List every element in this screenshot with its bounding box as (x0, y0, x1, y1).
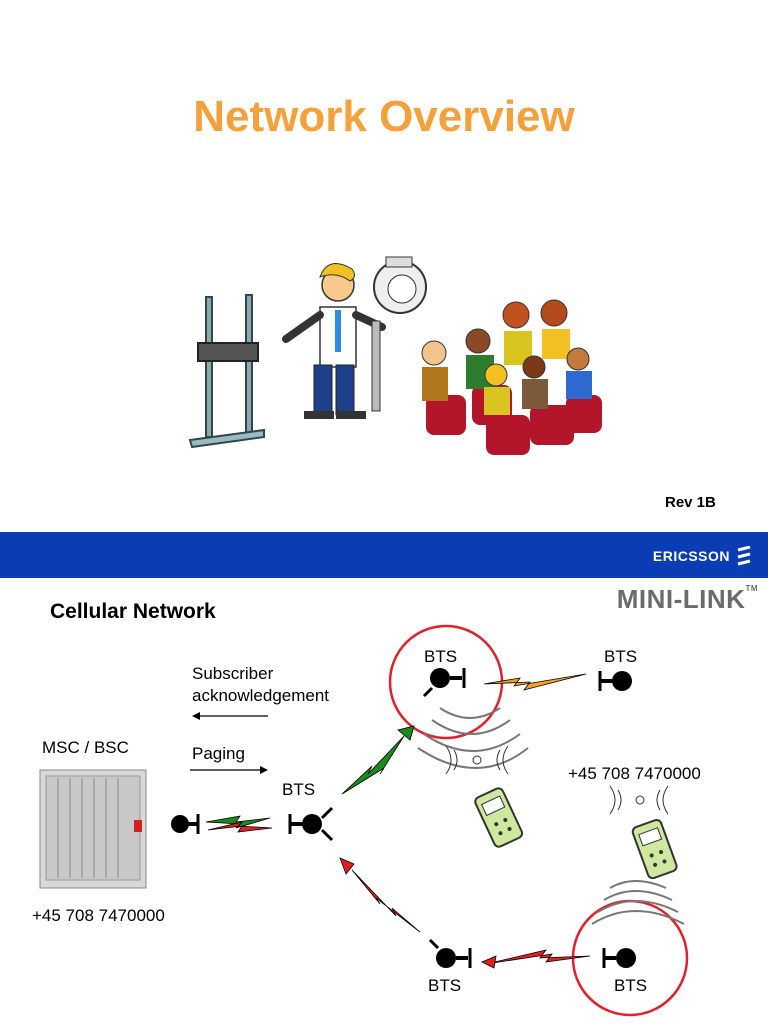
radio-waves-bottom-icon (591, 880, 685, 925)
link-arrow-green-up (341, 725, 415, 795)
title-slide: Network Overview (188, 92, 716, 511)
presenter-figure (282, 263, 386, 419)
link-arrow-red-left (339, 857, 421, 933)
msc-cabinet-icon (39, 769, 147, 889)
link-arrow-red-bottom (481, 949, 591, 969)
bts-label-bottom-right: BTS (614, 976, 648, 995)
slide-heading: Cellular Network (50, 600, 216, 623)
phone-number-left: +45 708 7470000 (32, 906, 165, 925)
acknowledgement-label: acknowledgement (192, 686, 330, 705)
bts-node-bottom (428, 938, 472, 968)
audience-icon (421, 299, 602, 455)
bts-label-bottom: BTS (428, 976, 462, 995)
network-diagram (39, 624, 689, 1017)
phone-signal-icon-2 (609, 785, 669, 815)
msc-bsc-label: MSC / BSC (42, 738, 129, 757)
mobile-phone-icon-1 (474, 787, 524, 848)
presenter-illustration (188, 256, 602, 455)
equipment-rack-icon (188, 294, 265, 449)
mobile-phone-icon-2 (631, 818, 678, 880)
brand-band: ERICSSON (0, 532, 768, 578)
bts-label-center: BTS (282, 780, 316, 799)
ericsson-e-icon (737, 546, 751, 566)
phone-number-right: +45 708 7470000 (568, 764, 701, 783)
mini-link-logo: MINI-LINKTM (616, 584, 758, 614)
bts-node-top-right (598, 671, 632, 691)
ack-arrow-icon (192, 712, 268, 720)
projector-icon (371, 256, 427, 412)
bts-node-msc (171, 814, 200, 834)
bts-node-center (288, 806, 334, 842)
bts-node-bottom-right (602, 948, 636, 968)
link-arrow-msc (205, 815, 273, 833)
cellular-network-slide: MINI-LINKTM Cellular Network Subscriber … (0, 578, 768, 1024)
revision-label: Rev 1B (665, 494, 716, 511)
phone-signal-icon-1 (445, 745, 509, 775)
brand-name: ERICSSON (652, 548, 730, 564)
bts-node-top (422, 668, 466, 698)
link-arrow-orange (483, 673, 587, 691)
subscriber-label: Subscriber (192, 664, 274, 683)
ericsson-logo: ERICSSON (653, 546, 752, 566)
radio-waves-top-icon (417, 707, 529, 769)
slide-title: Network Overview (193, 92, 575, 141)
paging-label: Paging (192, 744, 245, 763)
bts-label-top-right: BTS (604, 647, 638, 666)
paging-arrow-icon (190, 766, 268, 774)
bts-label-top: BTS (424, 647, 458, 666)
